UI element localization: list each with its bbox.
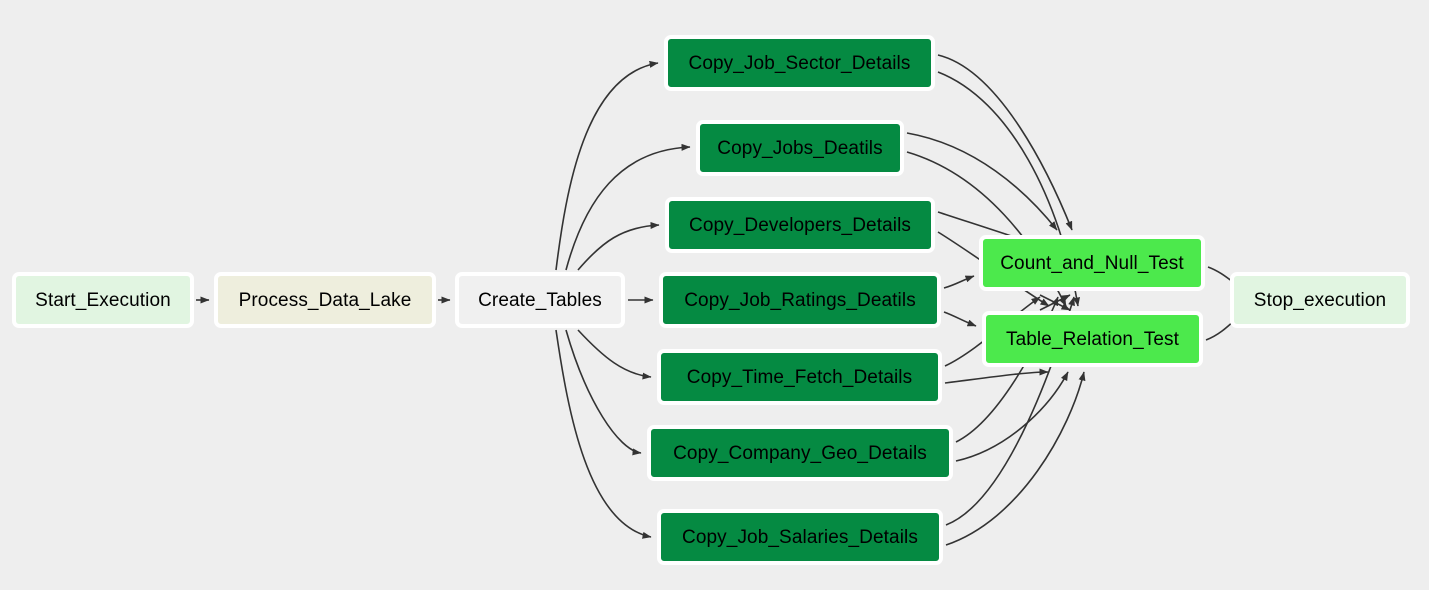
edge-create_tables-to-copy_developers_details [577,221,660,271]
dag-node-label: Copy_Time_Fetch_Details [686,366,913,388]
edge-create_tables-to-copy_time_fetch_details [577,329,652,380]
edge-copy_job_ratings_deatils-to-count_and_null_test [943,275,975,289]
edge-create_tables-to-copy_company_geo_details [565,329,642,456]
dag-node-label: Stop_execution [1253,289,1387,311]
dag-node-label: Copy_Job_Ratings_Deatils [684,289,916,311]
dag-node-stop_execution[interactable]: Stop_execution [1230,272,1410,328]
dag-node-copy_job_sector_details[interactable]: Copy_Job_Sector_Details [664,35,935,91]
dag-node-copy_job_ratings_deatils[interactable]: Copy_Job_Ratings_Deatils [659,272,941,328]
dag-node-label: Copy_Developers_Details [689,214,911,236]
dag-node-label: Table_Relation_Test [1005,328,1179,350]
dag-node-label: Copy_Job_Sector_Details [688,52,911,74]
dag-node-copy_jobs_deatils[interactable]: Copy_Jobs_Deatils [696,120,904,176]
dag-node-label: Copy_Job_Salaries_Details [682,526,918,548]
dag-node-copy_time_fetch_details[interactable]: Copy_Time_Fetch_Details [657,349,942,405]
dag-node-count_and_null_test[interactable]: Count_and_Null_Test [979,235,1205,291]
edge-create_tables-to-copy_job_sector_details [555,60,659,271]
edge-create_tables-to-copy_job_salaries_details [555,329,652,539]
dag-node-start_execution[interactable]: Start_Execution [12,272,194,328]
edge-copy_job_salaries_details-to-table_relation_test [945,371,1086,546]
dag-node-label: Process_Data_Lake [238,289,412,311]
dag-node-label: Copy_Jobs_Deatils [717,137,883,159]
dag-node-copy_developers_details[interactable]: Copy_Developers_Details [665,197,935,253]
edge-table_relation_test-to-count_and_null_test [1039,294,1071,311]
dag-node-label: Start_Execution [35,289,171,311]
dag-node-create_tables[interactable]: Create_Tables [455,272,625,328]
dag-node-table_relation_test[interactable]: Table_Relation_Test [982,311,1203,367]
edge-copy_company_geo_details-to-table_relation_test [955,371,1069,462]
dag-node-process_data_lake[interactable]: Process_Data_Lake [214,272,436,328]
dag-node-label: Copy_Company_Geo_Details [673,442,927,464]
edge-copy_job_ratings_deatils-to-table_relation_test [943,311,977,327]
dag-node-label: Create_Tables [478,289,602,311]
edge-copy_job_sector_details-to-count_and_null_test [937,54,1073,231]
edge-copy_time_fetch_details-to-table_relation_test [944,368,1049,384]
dag-node-copy_job_salaries_details[interactable]: Copy_Job_Salaries_Details [657,509,943,565]
dag-node-label: Count_and_Null_Test [1000,252,1184,274]
dag-node-copy_company_geo_details[interactable]: Copy_Company_Geo_Details [647,425,953,481]
edge-count_and_null_test-to-table_relation_test [1039,294,1071,311]
